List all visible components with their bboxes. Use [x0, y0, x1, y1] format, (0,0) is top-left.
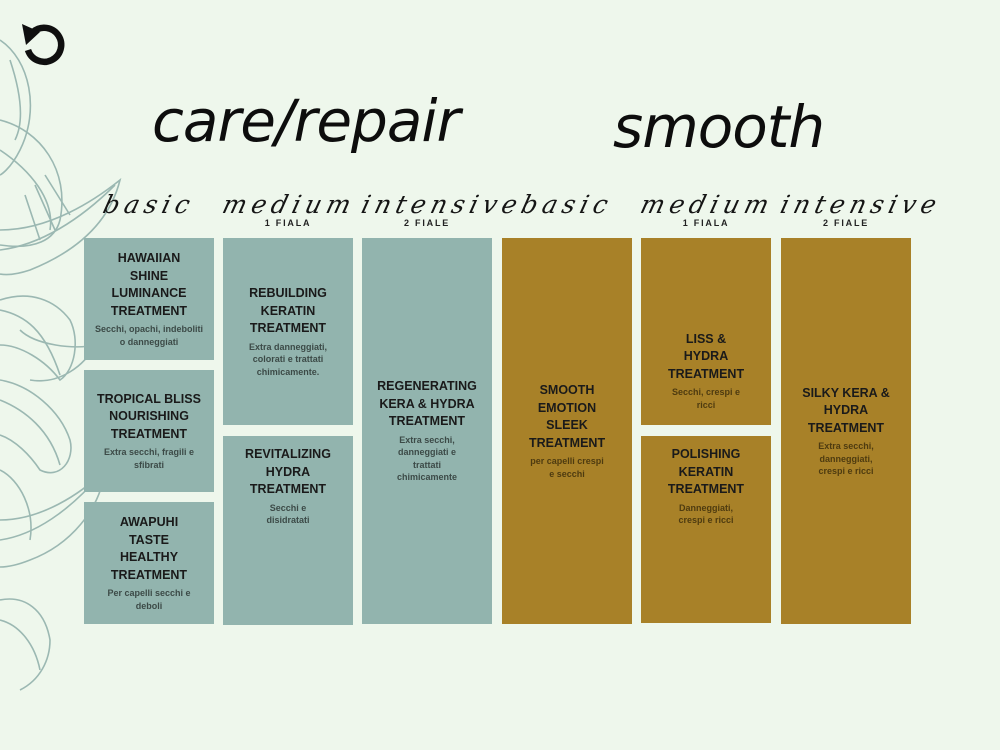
card-rebuilding-keratin[interactable]: REBUILDING KERATIN TREATMENT Extra danne…	[223, 238, 353, 425]
card-awapuhi-taste-healthy[interactable]: AWAPUHI TASTE HEALTHY TREATMENT Per cape…	[84, 502, 214, 624]
tier-header-smooth-basic: basic	[518, 190, 617, 219]
undo-icon	[22, 24, 65, 65]
tier-header-care-basic: basic	[100, 190, 199, 219]
smooth-title: smooth	[613, 93, 825, 161]
tier-header-care-intensive: intensive 2 FIALE	[358, 190, 526, 228]
tier-header-smooth-intensive: intensive 2 FIALE	[777, 190, 945, 228]
undo-button[interactable]	[18, 20, 70, 72]
card-liss-hydra[interactable]: LISS & HYDRA TREATMENT Secchi, crespi e …	[641, 238, 771, 425]
tier-header-smooth-medium: medium 1 FIALA	[637, 190, 778, 228]
card-revitalizing-hydra[interactable]: REVITALIZING HYDRA TREATMENT Secchi e di…	[223, 436, 353, 625]
tier-header-care-medium: medium 1 FIALA	[219, 190, 360, 228]
card-hawaiian-shine-luminance[interactable]: HAWAIIAN SHINE LUMINANCE TREATMENT Secch…	[84, 238, 214, 360]
card-tropical-bliss-nourishing[interactable]: TROPICAL BLISS NOURISHING TREATMENT Extr…	[84, 370, 214, 492]
card-smooth-emotion-sleek[interactable]: SMOOTH EMOTION SLEEK TREATMENT per capel…	[502, 238, 632, 624]
card-silky-kera-hydra[interactable]: SILKY KERA & HYDRA TREATMENT Extra secch…	[781, 238, 911, 624]
care-repair-title: care/repair	[152, 87, 460, 155]
card-polishing-keratin[interactable]: POLISHING KERATIN TREATMENT Danneggiati,…	[641, 436, 771, 623]
card-regenerating-kera-hydra[interactable]: REGENERATING KERA & HYDRA TREATMENT Extr…	[362, 238, 492, 624]
